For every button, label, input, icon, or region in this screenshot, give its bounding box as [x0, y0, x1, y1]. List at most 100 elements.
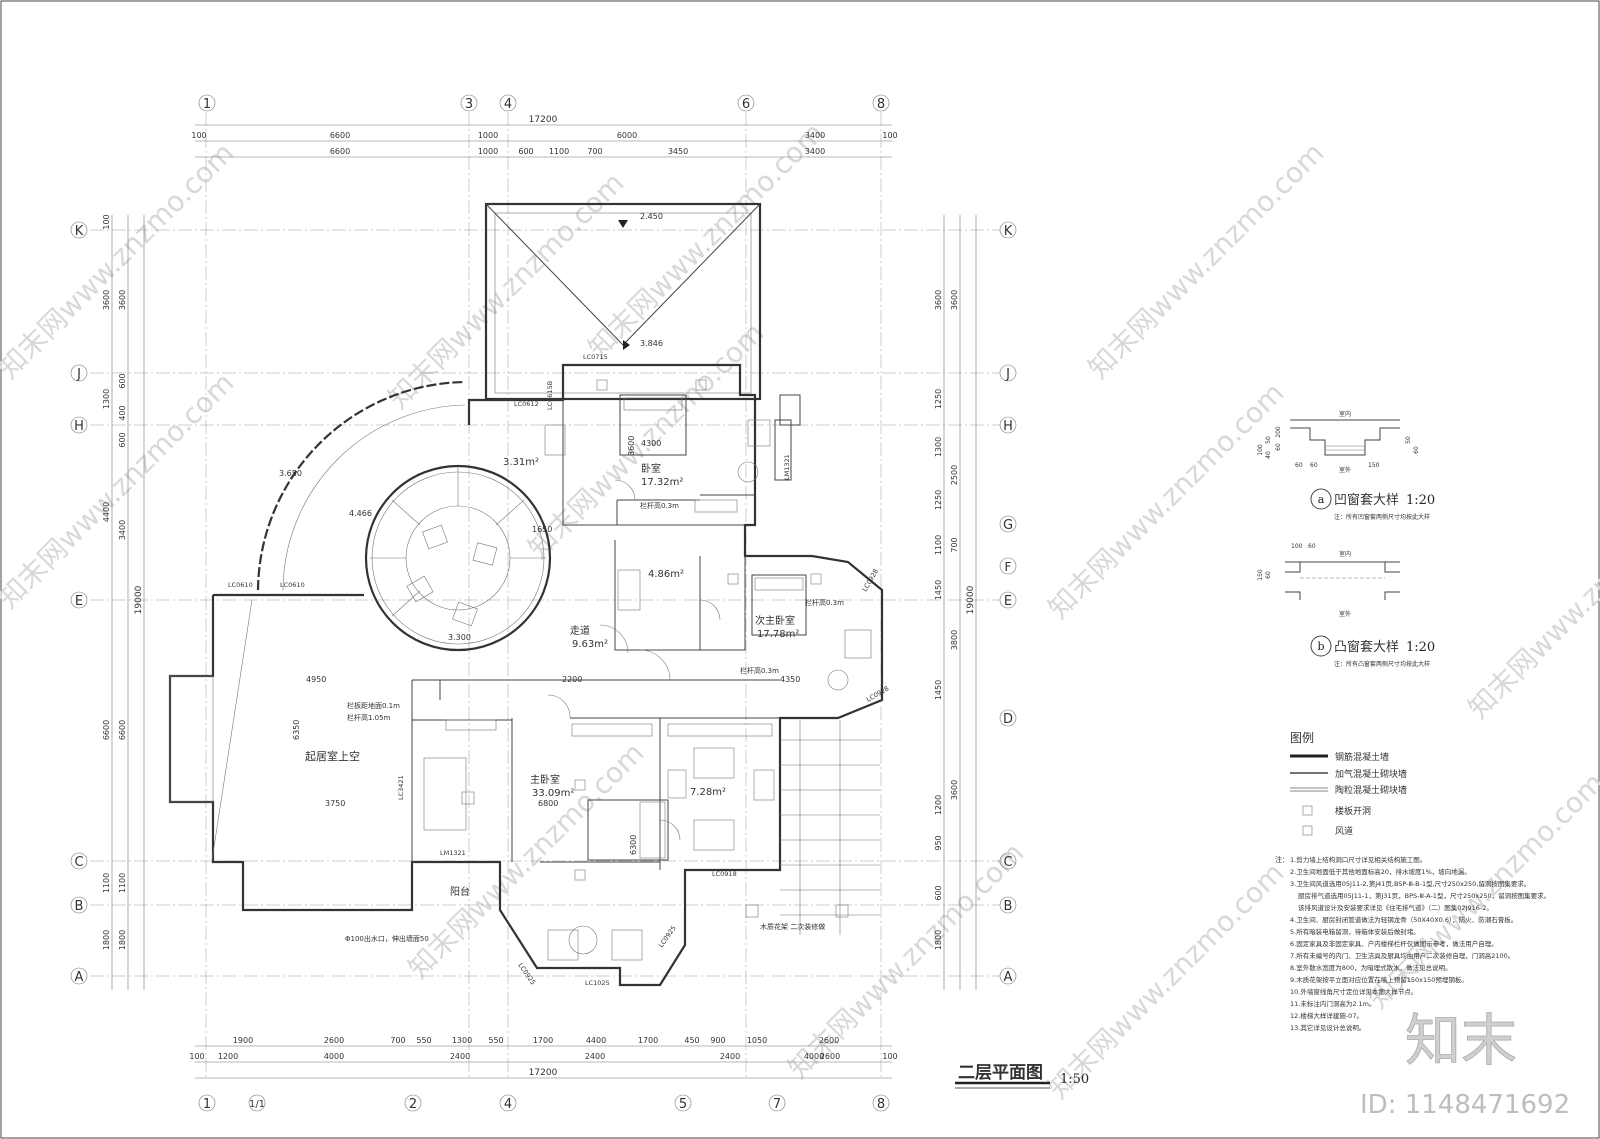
drawing-title: 二层平面图 1:50 [955, 1063, 1089, 1089]
watermark-text: 知末网www.znzmo.com [402, 736, 651, 985]
svg-text:50: 50 [1405, 436, 1412, 444]
page-title: 二层平面图 [958, 1063, 1043, 1083]
detail-title: 凸窗套大样 [1334, 639, 1399, 655]
elevation-label: 3.300 [448, 633, 471, 642]
note-line: 10.外墙窗线角尺寸定位详见本图大样节点。 [1290, 987, 1417, 996]
axis-label: H [74, 419, 84, 434]
axis-label: K [75, 224, 84, 239]
elevation-marker [618, 220, 628, 228]
bed [619, 394, 687, 456]
room-name: 卧室 [641, 462, 661, 475]
axis-label: C [1003, 855, 1012, 870]
detail-b: 室内 室外 100 60 60 150 b 凸窗套大样 1:20 注：所有凸窗套… [1257, 543, 1435, 668]
note-line: 8.室外散水宽度为800，为暗埋式散水，做法见总说明。 [1290, 963, 1452, 972]
right-dimensions: 3600 3600 1250 1300 2500 1250 1100 700 1… [934, 215, 977, 990]
dim: 1300 [102, 389, 111, 409]
dim: 6600 [330, 147, 350, 156]
window-tag: LC0610 [228, 581, 253, 589]
svg-text:1:20: 1:20 [1406, 493, 1435, 508]
svg-text:150: 150 [1257, 569, 1264, 581]
room-area: 17.32m² [641, 477, 683, 488]
axis-label: 6 [742, 97, 750, 112]
dim: 3450 [668, 147, 688, 156]
room-area: 7.28m² [690, 787, 726, 798]
railing-note: 栏杆高1.05m [347, 713, 391, 722]
room-dim: 3600 [627, 436, 636, 456]
svg-text:40: 40 [1265, 451, 1272, 459]
axis-label: 2 [409, 1097, 417, 1112]
top-dimensions: 17200 100 6600 1000 6000 3400 100 6600 1… [191, 115, 898, 158]
exterior-wall [168, 363, 884, 987]
watermark-text: 知末网www.znzmo.com [1082, 136, 1331, 385]
watermark-text: 知末网www.znzmo.com [782, 836, 1031, 1085]
svg-text:注：: 注： [1275, 855, 1289, 864]
dim: 1100 [549, 147, 569, 156]
window-tag: LC3421 [397, 775, 405, 800]
dim: 100 [102, 214, 111, 229]
dim: 3600 [118, 290, 127, 310]
note-line: 3.卫生间风道选用05J11-2,第J41页,BSP-Ⅲ-B-1型,尺寸250x… [1290, 879, 1530, 888]
planter-note: 木质花架 二次装修做 [760, 922, 825, 931]
dim: 700 [587, 147, 602, 156]
window-tag: LC0612 [514, 400, 539, 408]
axis-label: 8 [877, 97, 885, 112]
legend-item: 陶粒混凝土砌块墙 [1335, 784, 1407, 796]
railing-note: 栏杆高0.3m [640, 501, 679, 510]
axis-label: K [1004, 224, 1013, 239]
room-dim: 4950 [306, 675, 326, 684]
left-dimensions: 100 3600 3600 1300 600 400 600 4400 3400… [102, 214, 145, 990]
elevation-label: 2.450 [640, 212, 663, 221]
window-tag: LC0918 [712, 870, 737, 878]
axis-label: 4 [504, 97, 512, 112]
left-axis-labels: K J H E C B A [70, 221, 88, 985]
dim: 2400 [585, 1052, 605, 1061]
room-area: 9.63m² [572, 639, 608, 650]
window-tags: LC0715 LC0615B LC0612 LC0610 LC0610 LM13… [228, 353, 890, 987]
dim: 3600 [934, 290, 943, 310]
dim: 1700 [638, 1036, 658, 1045]
room-dim: 6350 [292, 720, 301, 740]
axis-label: 1 [203, 97, 211, 112]
id-label: ID: 1148471692 [1360, 1090, 1570, 1120]
window-tag: LC0925 [657, 924, 678, 949]
axis-label: D [1003, 712, 1013, 727]
dim-total: 19000 [134, 585, 144, 614]
detail-title: 凹窗套大样 [1334, 492, 1399, 508]
dim: 1200 [218, 1052, 238, 1061]
dim: 1000 [478, 131, 498, 140]
svg-text:100: 100 [1257, 444, 1264, 456]
dim: 2600 [324, 1036, 344, 1045]
dim: 100 [882, 131, 897, 140]
svg-text:200: 200 [1275, 426, 1282, 438]
room-area: 33.09m² [532, 788, 574, 799]
dim-total: 19000 [966, 585, 976, 614]
note-line: 11.未标注内门洞高为2.1m。 [1290, 999, 1376, 1008]
axis-label: 1/1 [249, 1099, 265, 1110]
elevation-label: 4.466 [349, 509, 372, 518]
window-tag: LC0615B [546, 381, 554, 410]
dim: 1200 [934, 795, 943, 815]
axis-label: 7 [773, 1097, 781, 1112]
note-line: 1.剪力墙上结构洞口尺寸详见相关结构施工图。 [1290, 855, 1426, 864]
watermark-text: 知末网www.znzmo.com [1042, 376, 1291, 625]
dim: 450 [684, 1036, 699, 1045]
dim: 4400 [102, 502, 111, 522]
room-dim: 3750 [325, 799, 345, 808]
dim: 1800 [102, 930, 111, 950]
axis-label: 1 [203, 1097, 211, 1112]
room-dim: 2200 [562, 675, 582, 684]
legend-title: 图例 [1290, 731, 1314, 745]
svg-text:室外: 室外 [1339, 466, 1351, 474]
window-tag: LC0610 [280, 581, 305, 589]
drawing-scale: 1:50 [1060, 1072, 1089, 1087]
dim: 1450 [934, 580, 943, 600]
general-notes: 注： 1.剪力墙上结构洞口尺寸详见相关结构施工图。 2.卫生间地面低于其他地面标… [1275, 855, 1550, 1032]
dim-total: 17200 [529, 115, 558, 125]
axis-label: E [75, 594, 83, 609]
note-line: 9.木质花架按平立面对应位置在墙上预留150x150预埋钢板。 [1290, 975, 1468, 984]
dim: 2600 [820, 1052, 840, 1061]
dim: 1900 [233, 1036, 253, 1045]
dim: 100 [189, 1052, 204, 1061]
room-dim: 1650 [532, 525, 552, 534]
dim: 1700 [533, 1036, 553, 1045]
